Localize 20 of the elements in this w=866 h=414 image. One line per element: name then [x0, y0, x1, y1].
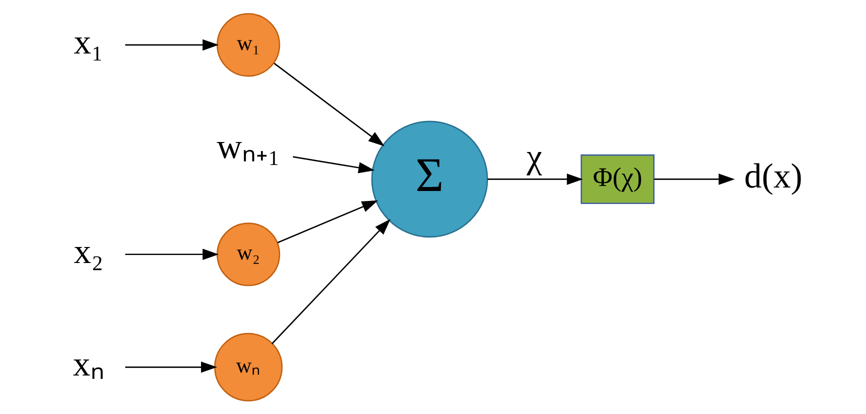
arrow	[125, 248, 219, 260]
arrow	[125, 39, 219, 51]
node-circle: w₂	[216, 222, 280, 286]
arrow	[654, 174, 735, 185]
arrow	[272, 219, 390, 344]
edge-label: χ	[526, 137, 542, 176]
node-circle: w₁	[216, 13, 280, 77]
node-circle: Σ	[371, 120, 488, 238]
node-circle: wₙ	[214, 332, 283, 402]
node-text: x₂	[74, 232, 104, 271]
arrow	[292, 156, 375, 174]
node-text: wₙ₊₁	[216, 127, 280, 166]
arrow	[277, 200, 378, 244]
arrow	[488, 174, 583, 185]
node-text: d(x)	[744, 156, 802, 196]
arrow	[125, 362, 218, 373]
node-text: xₙ	[72, 344, 104, 384]
node-box: Φ(χ)	[580, 154, 655, 204]
node-text: x₁	[74, 22, 104, 62]
arrow	[274, 62, 384, 146]
